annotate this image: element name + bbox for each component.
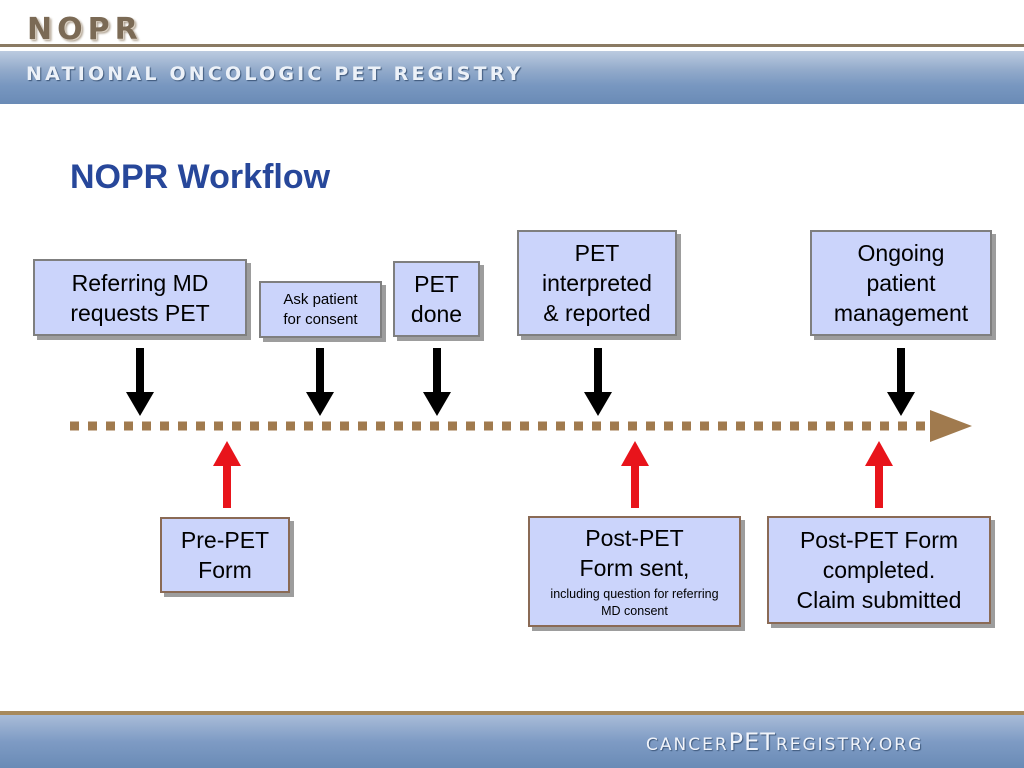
header-banner bbox=[0, 51, 1024, 104]
down-arrow-management bbox=[887, 348, 915, 416]
step-label: Ongoing patient management bbox=[833, 240, 969, 326]
down-arrow-interpreted bbox=[584, 348, 612, 416]
up-arrow-post-pet-sent bbox=[621, 441, 649, 508]
form-post-pet-sent: Post-PET Form sent, including question f… bbox=[528, 516, 741, 627]
down-arrows bbox=[126, 348, 915, 416]
step-ongoing-management: Ongoing patient management bbox=[810, 230, 992, 336]
step-referring-md: Referring MD requests PET bbox=[33, 259, 247, 336]
form-label: Post-PET Form completed. Claim submitted bbox=[796, 527, 962, 613]
banner-title: NATIONAL ONCOLOGIC PET REGISTRY bbox=[26, 63, 524, 85]
step-pet-interpreted: PET interpreted & reported bbox=[517, 230, 677, 336]
down-arrow-referring bbox=[126, 348, 154, 416]
footer-url-registry: REGISTRY.ORG bbox=[775, 735, 924, 755]
step-label: PET done bbox=[410, 271, 463, 327]
footer-url-cancer: CANCER bbox=[646, 735, 729, 755]
footer-url-pet: PET bbox=[728, 728, 776, 756]
up-arrow-post-pet-completed bbox=[865, 441, 893, 508]
page-title: NOPR Workflow bbox=[70, 158, 331, 196]
up-arrows bbox=[213, 441, 893, 508]
step-ask-consent: Ask patient for consent bbox=[259, 281, 382, 338]
form-pre-pet: Pre-PET Form bbox=[160, 517, 290, 593]
form-note: including question for referring MD cons… bbox=[550, 587, 719, 618]
up-arrow-pre-pet bbox=[213, 441, 241, 508]
footer-url: CANCERPETREGISTRY.ORG bbox=[646, 728, 923, 756]
logo-rule bbox=[0, 44, 1024, 47]
down-arrow-consent bbox=[306, 348, 334, 416]
footer-rule bbox=[0, 711, 1024, 715]
form-post-pet-completed: Post-PET Form completed. Claim submitted bbox=[767, 516, 991, 624]
footer-banner bbox=[0, 715, 1024, 768]
form-label: Pre-PET Form bbox=[180, 527, 270, 583]
nopr-logo: NOPR bbox=[27, 12, 143, 47]
step-label: Referring MD requests PET bbox=[70, 269, 210, 326]
step-pet-done: PET done bbox=[393, 261, 480, 337]
step-label: PET interpreted & reported bbox=[542, 240, 652, 326]
timeline-arrowhead bbox=[930, 410, 972, 442]
form-label: Post-PET Form sent, bbox=[579, 525, 690, 581]
down-arrow-pet-done bbox=[423, 348, 451, 416]
step-label: Ask patient for consent bbox=[283, 290, 358, 328]
